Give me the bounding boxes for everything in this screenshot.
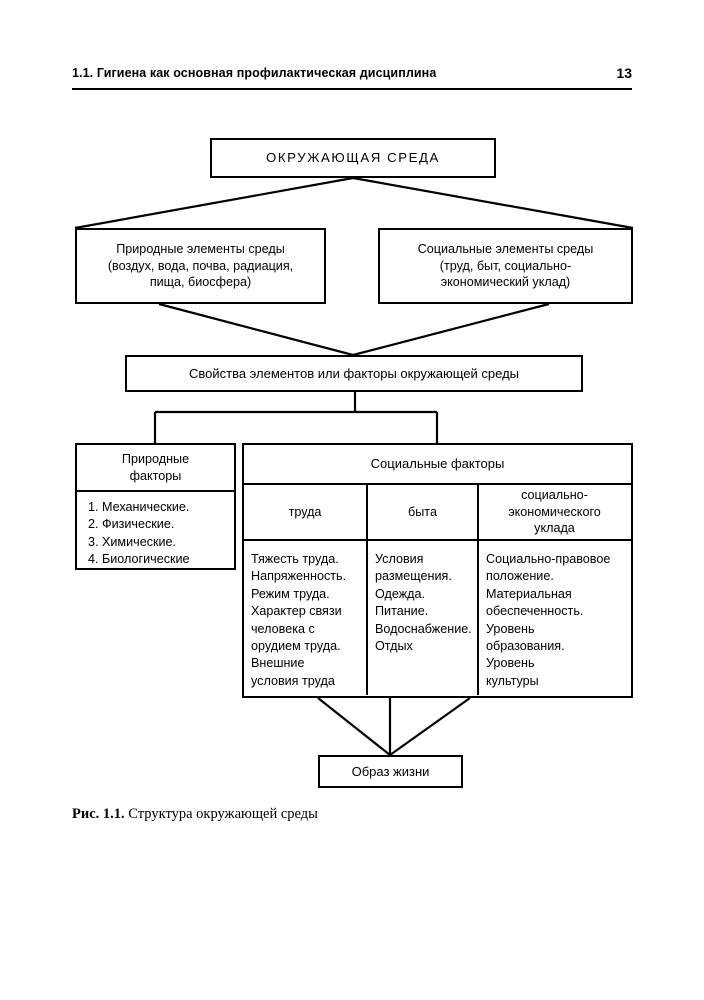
node-properties: Свойства элементов или факторы окружающе… [125,355,583,392]
column-header-uklada: социально- экономического уклада [508,488,601,536]
connector-uklad-to-lifestyle [389,697,471,756]
page-number: 13 [616,65,632,81]
connector-social-to-properties [352,302,550,357]
running-head: 1.1. Гигиена как основная профилактическ… [72,65,632,92]
node-lifestyle: Образ жизни [318,755,463,788]
table-natural-factors-header: Природные факторы [77,445,234,492]
column-items-byta: Условия размещения. Одежда. Питание. Вод… [368,541,479,695]
table-natural-factors-items: 1. Механические. 2. Физические. 3. Химич… [88,500,190,567]
node-natural-elements: Природные элементы среды (воздух, вода, … [75,228,326,304]
running-head-rule [72,88,632,90]
table-social-factors-body: Тяжесть труда. Напряженность. Режим труд… [244,541,631,695]
figure-caption-label: Рис. 1.1. [72,806,125,822]
column-items-truda: Тяжесть труда. Напряженность. Режим труд… [244,541,368,695]
figure-caption: Рис. 1.1. Структура окружающей среды [72,806,318,823]
table-social-factors-column-headers: труда быта социально- экономического укл… [244,485,631,541]
column-header-byta: быта [368,485,479,539]
node-social-elements: Социальные элементы среды (труд, быт, со… [378,228,633,304]
connector-environment-to-social [352,176,634,230]
connector-trud-to-lifestyle [317,697,391,756]
running-head-title: 1.1. Гигиена как основная профилактическ… [72,66,437,80]
table-social-factors: Социальные факторы труда быта социально-… [242,443,633,698]
figure-caption-text: Структура окружающей среды [128,806,318,822]
figure-environment-structure: ОКРУЖАЮЩАЯ СРЕДА Природные элементы сред… [74,138,634,788]
connector-environment-to-natural [74,176,354,230]
table-social-factors-header: Социальные факторы [244,445,631,485]
node-environment: ОКРУЖАЮЩАЯ СРЕДА [210,138,496,178]
column-header-truda: труда [244,485,368,539]
connector-natural-to-properties [158,302,354,357]
connector-lines [74,176,634,756]
table-natural-factors: Природные факторы 1. Механические. 2. Фи… [75,443,236,570]
column-items-uklada: Социально-правовое положение. Материальн… [486,552,611,688]
